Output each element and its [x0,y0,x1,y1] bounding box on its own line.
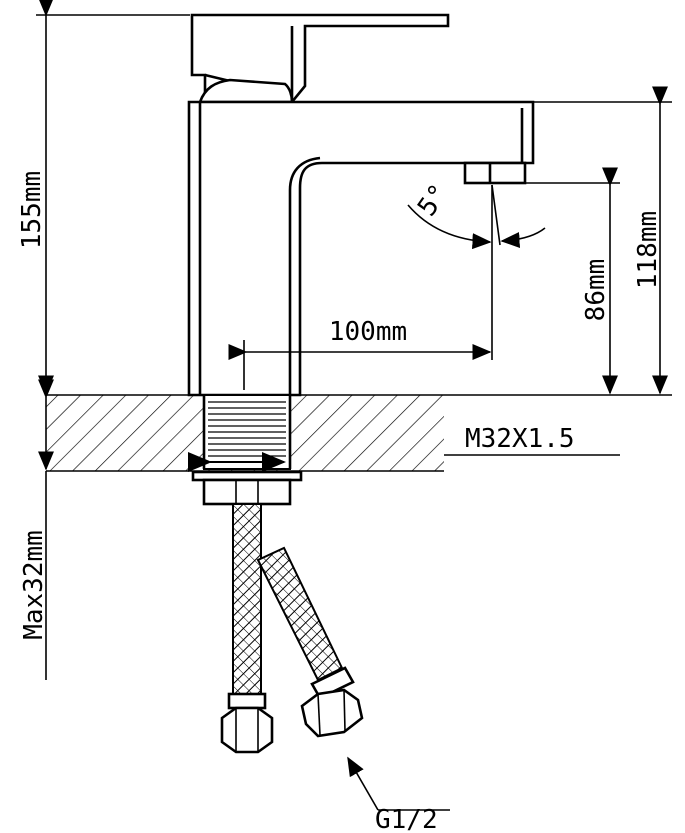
dim-total-height: 155mm [17,0,190,395]
dim-clearance-height: 86mm [525,167,620,395]
hose-connection-callout: G1/2 [347,756,450,833]
hose-left [220,503,274,754]
dim-aerator-angle: 5° [407,179,546,250]
label-spout-height: 118mm [633,211,663,289]
faucet-lever [190,13,450,104]
aerator [463,161,527,185]
faucet-body [187,100,535,397]
label-clearance-height: 86mm [581,259,611,322]
label-spout-reach: 100mm [329,317,407,347]
dim-spout-reach: 100mm [228,185,493,390]
label-max-thickness: Max32mm [19,530,49,640]
label-thread: M32X1.5 [465,424,575,454]
dim-spout-height: 118mm [444,86,672,396]
thread-callout: M32X1.5 [444,424,620,456]
label-hose-connection: G1/2 [375,805,438,833]
mounting-nut [191,470,303,506]
threaded-shank [188,394,292,472]
label-total-height: 155mm [17,171,47,249]
dim-counter-thickness: Max32mm [19,379,54,680]
hose-right [256,546,364,738]
